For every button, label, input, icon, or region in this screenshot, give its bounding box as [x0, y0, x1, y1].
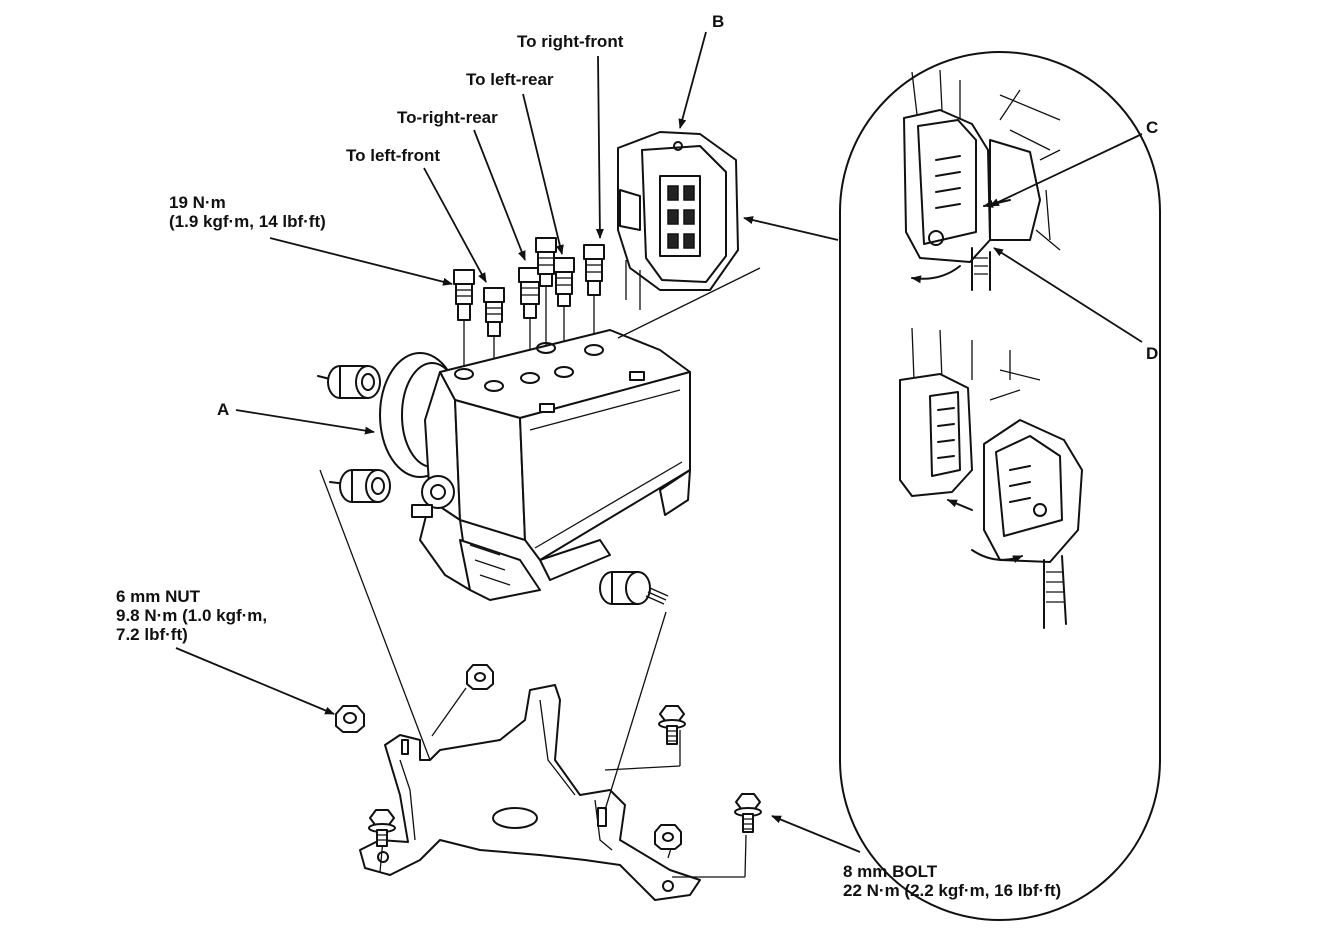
callout-b: B — [712, 12, 725, 31]
rubber-mount-icon — [317, 365, 669, 605]
label-to-right-front: To right-front — [517, 32, 624, 51]
bolt-spec-line2: 22 N·m (2.2 kgf·m, 16 lbf·ft) — [843, 881, 1062, 900]
bolt-spec-line1: 8 mm BOLT — [843, 862, 938, 881]
leader-lines — [175, 31, 1143, 853]
label-to-left-front: To left-front — [346, 146, 441, 165]
fitting-guide-lines — [463, 286, 595, 378]
connector-detail-icon — [839, 51, 1161, 921]
nut-spec-line3: 7.2 lbf·ft) — [116, 625, 188, 644]
detail-pointer-arrow — [743, 216, 839, 241]
push-arrow-icon — [947, 499, 973, 511]
nut-spec-line2: 9.8 N·m (1.0 kgf·m, — [116, 606, 268, 625]
rotate-arrow-icon — [971, 549, 1023, 563]
bolt-icon — [368, 705, 762, 847]
torque-19-line2: (1.9 kgf·m, 14 lbf·ft) — [169, 212, 326, 231]
brake-line-fitting-icon — [453, 237, 605, 337]
abs-modulator-icon — [379, 329, 691, 601]
modulator-connector-icon — [617, 131, 739, 310]
label-to-right-rear: To-right-rear — [397, 108, 498, 127]
torque-19-line1: 19 N·m — [169, 193, 226, 212]
nut-icon — [335, 664, 682, 850]
callout-a: A — [217, 400, 230, 419]
callout-c: C — [1146, 118, 1159, 137]
callout-d: D — [1146, 344, 1159, 363]
nut-spec-line1: 6 mm NUT — [116, 587, 201, 606]
rotate-arrow-icon — [911, 265, 961, 284]
mounting-bracket-icon — [359, 684, 701, 901]
label-to-left-rear: To left-rear — [466, 70, 554, 89]
